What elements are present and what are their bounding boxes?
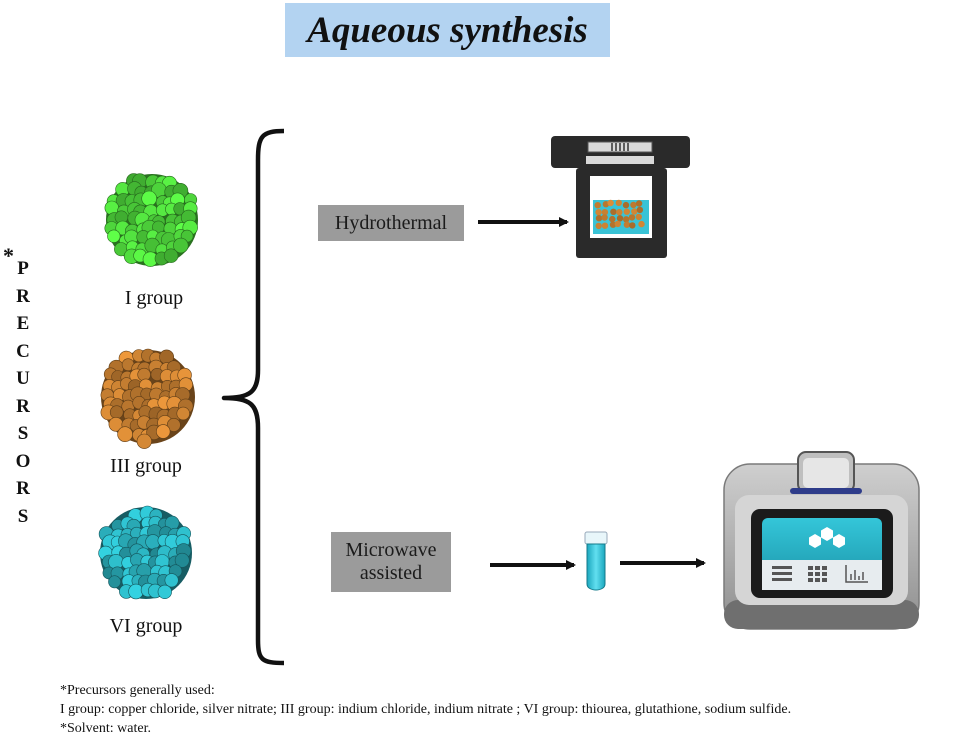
group-i-label: I group [124,287,184,309]
hydrothermal-box: Hydrothermal [318,205,464,241]
precursors-letter: R [16,478,30,499]
group-vi-particle-cluster [98,505,192,600]
precursors-letter: S [17,423,29,444]
group-iii-particle-cluster [100,348,195,449]
precursors-letter: O [15,450,31,472]
precursors-letter: S [17,505,29,527]
diagram-title: Aqueous synthesis [307,9,588,51]
autoclave-icon [551,136,690,258]
microwave-label-line2: assisted [359,562,423,584]
precursors-letter: R [16,395,30,417]
group-vi-label: VI group [109,615,183,637]
footnote-line-2: I group: copper chloride, silver nitrate… [60,702,792,717]
precursors-letter: P [17,258,29,279]
vial-icon [584,531,608,591]
precursors-letter: U [16,368,30,389]
precursors-letter: C [16,340,30,362]
title-banner: Aqueous synthesis [285,3,610,57]
footnote: *Precursors generally used: I group: cop… [60,681,791,738]
microwave-reactor-icon [723,451,920,630]
group-iii-label: III group [110,455,182,477]
footnote-line-1: *Precursors generally used: [60,683,215,698]
microwave-box: Microwave assisted [331,532,451,592]
precursors-letter: R [16,285,30,307]
grouping-brace [221,128,285,666]
footnote-line-3: *Solvent: water. [60,721,151,736]
precursors-letter: E [16,313,30,334]
microwave-label-line1: Microwave [345,539,437,561]
group-i-particle-cluster [104,173,198,267]
hydrothermal-label: Hydrothermal [334,211,448,234]
precursors-footnote-star: * [3,243,14,268]
